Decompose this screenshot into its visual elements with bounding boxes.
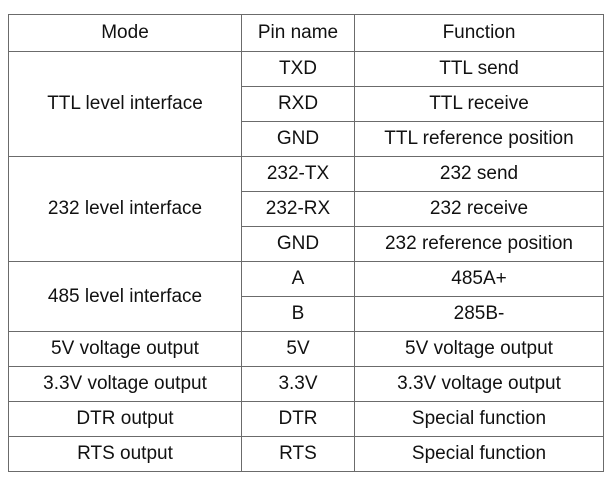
mode-cell: RTS output	[8, 436, 242, 472]
pin-name-cell: 3.3V	[241, 366, 355, 402]
function-cell: 5V voltage output	[354, 331, 604, 367]
mode-cell: 232 level interface	[8, 156, 242, 262]
function-cell: TTL reference position	[354, 121, 604, 157]
header-mode: Mode	[8, 14, 242, 52]
mode-cell: 5V voltage output	[8, 331, 242, 367]
pin-function-table: Mode Pin name Function TTL level interfa…	[8, 14, 604, 472]
pin-name-cell: GND	[241, 121, 355, 157]
function-cell: 485A+	[354, 261, 604, 297]
function-cell: Special function	[354, 436, 604, 472]
mode-cell: 485 level interface	[8, 261, 242, 332]
mode-cell: DTR output	[8, 401, 242, 437]
pin-name-cell: B	[241, 296, 355, 332]
mode-cell: TTL level interface	[8, 51, 242, 157]
pin-name-cell: TXD	[241, 51, 355, 87]
table-header: Mode Pin name Function	[8, 14, 604, 52]
pin-name-cell: RTS	[241, 436, 355, 472]
pin-name-cell: RXD	[241, 86, 355, 122]
function-cell: 232 send	[354, 156, 604, 192]
pin-name-cell: 232-TX	[241, 156, 355, 192]
mode-cell: 3.3V voltage output	[8, 366, 242, 402]
function-cell: TTL receive	[354, 86, 604, 122]
function-cell: 232 reference position	[354, 226, 604, 262]
pin-name-cell: 232-RX	[241, 191, 355, 227]
header-function: Function	[354, 14, 604, 52]
pin-name-cell: GND	[241, 226, 355, 262]
header-row: Mode Pin name Function	[8, 14, 604, 52]
pin-name-cell: 5V	[241, 331, 355, 367]
function-cell: 3.3V voltage output	[354, 366, 604, 402]
function-cell: 232 receive	[354, 191, 604, 227]
function-cell: 285B-	[354, 296, 604, 332]
function-cell: Special function	[354, 401, 604, 437]
pin-name-cell: DTR	[241, 401, 355, 437]
pin-name-cell: A	[241, 261, 355, 297]
header-pin-name: Pin name	[241, 14, 355, 52]
function-cell: TTL send	[354, 51, 604, 87]
